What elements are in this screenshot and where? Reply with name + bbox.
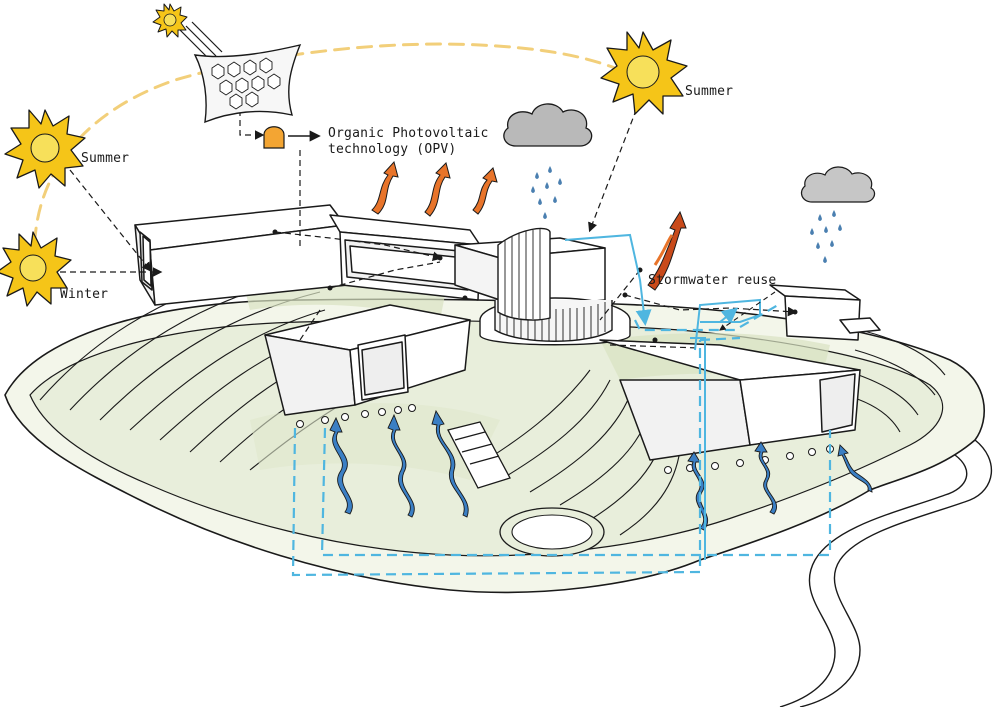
label-summer-right: Summer [685,84,733,100]
building-far-right [770,285,880,340]
opv-panel-icon [195,45,300,122]
cloud-icon [801,167,874,202]
label-opv-line1: Organic Photovoltaic [328,126,489,142]
pond [500,508,604,556]
label-opv-line2: technology (OPV) [328,142,456,158]
cloud-icon [504,104,592,146]
label-winter: Winter [60,287,108,303]
sun-icon [601,32,687,114]
label-stormwater: Stormwater reuse [648,273,776,289]
sun-icon [5,110,85,188]
label-summer-left: Summer [81,151,129,167]
opv-lamp-icon [264,127,318,148]
sun-to-panel-beam [180,22,222,60]
terrain-base [5,299,984,592]
